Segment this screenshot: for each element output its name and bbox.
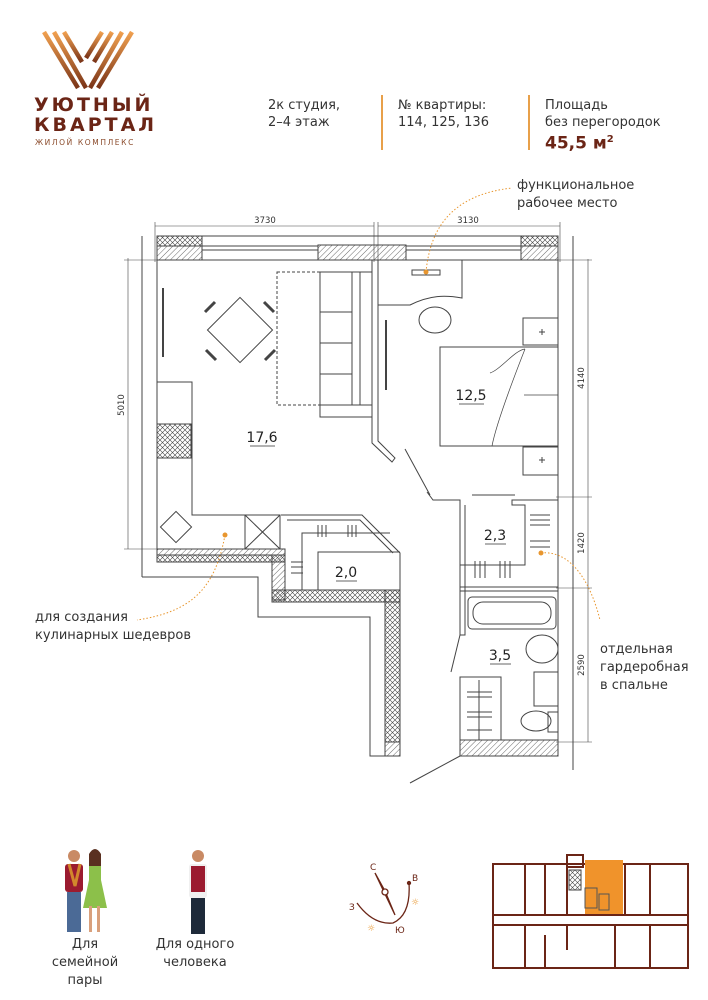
note-line: в спальне	[600, 678, 668, 693]
audience-line: человека	[163, 955, 227, 970]
header-divider	[528, 95, 530, 150]
note-kitchen: для создания кулинарных шедевров	[35, 609, 191, 645]
apartment-numbers: № квартиры: 114, 125, 136	[398, 97, 489, 131]
people-icons	[65, 849, 207, 934]
apartment-numbers-label: № квартиры:	[398, 98, 487, 113]
svg-text:☼: ☼	[367, 924, 375, 934]
compass-south: Ю	[395, 926, 405, 935]
note-line: функциональное	[517, 178, 635, 193]
sink-icon	[159, 510, 193, 544]
apartment-type: 2к студия, 2–4 этаж	[268, 97, 340, 131]
washing-machine-icon	[533, 671, 559, 707]
area-unit-sup: 2	[606, 134, 614, 145]
toilet-icon	[520, 710, 552, 732]
dim-top-right: 3130	[457, 216, 479, 226]
audience-couple: Для семейной пары	[40, 936, 130, 990]
office-chair-icon	[418, 306, 452, 334]
bathtub-icon	[467, 596, 557, 630]
bed-icon	[439, 346, 559, 447]
fridge-icon	[244, 514, 281, 550]
apartment-floors: 2–4 этаж	[268, 115, 330, 130]
apartment-area: Площадь без перегородок 45,5 м2	[545, 97, 661, 153]
dim-right-mid: 1420	[577, 532, 587, 554]
note-line: кулинарных шедевров	[35, 628, 192, 643]
note-workplace: функциональное рабочее место	[517, 177, 634, 213]
note-line: гардеробная	[600, 660, 689, 675]
marker-wardrobe	[538, 550, 544, 556]
compass-east: В	[412, 874, 418, 884]
audience-single: Для одного человека	[150, 936, 240, 972]
audience-line: пары	[67, 973, 103, 988]
brand-tagline: ЖИЛОЙ КОМПЛЕКС	[35, 138, 135, 147]
room-area-wardrobe: 2,3	[484, 528, 506, 544]
note-line: отдельная	[600, 642, 673, 657]
area-number: 45,5 м	[545, 133, 607, 154]
stove-icon	[156, 423, 192, 459]
room-area-living: 17,6	[246, 430, 277, 446]
header-divider	[381, 95, 383, 150]
area-label-line2: без перегородок	[545, 115, 661, 130]
washbasin-icon	[525, 634, 559, 664]
couple-icon	[65, 849, 107, 932]
compass-west: З	[349, 903, 355, 913]
note-line: рабочее место	[517, 196, 618, 211]
room-area-bedroom: 12,5	[455, 388, 486, 404]
room-area-hall: 2,0	[335, 565, 357, 581]
sofa-icon	[319, 271, 373, 418]
note-wardrobe: отдельная гардеробная в спальне	[600, 641, 689, 695]
dim-right-bottom: 2590	[577, 654, 587, 676]
area-value: 45,5 м2	[545, 131, 661, 153]
apartment-numbers-value: 114, 125, 136	[398, 115, 489, 130]
dim-right-top: 4140	[577, 367, 587, 389]
compass-north: С	[370, 863, 376, 873]
audience-line: Для семейной	[51, 937, 119, 970]
marker-kitchen	[222, 532, 228, 538]
highlighted-apartment	[585, 860, 623, 914]
apartment-type-line1: 2к студия,	[268, 98, 341, 113]
marker-workplace	[423, 269, 429, 275]
dining-table-icon	[206, 296, 274, 364]
brand-name-line2: КВАРТАЛ	[34, 114, 158, 136]
compass-icon: С В З Ю ☼ ☼	[349, 863, 419, 935]
dimension-lines	[124, 222, 592, 743]
floor-plan: 3730 3130 5010 4140 1420 2590 17,6 12,5 …	[117, 187, 601, 784]
note-line: для создания	[35, 610, 128, 625]
single-person-icon	[189, 850, 207, 934]
audience-line: Для одного	[155, 937, 235, 952]
brand-name-line1: УЮТНЫЙ	[34, 94, 154, 116]
logo-mark-icon	[42, 30, 134, 90]
dim-left: 5010	[117, 394, 127, 416]
building-floor-key-plan	[492, 854, 689, 969]
dim-top-left: 3730	[254, 216, 276, 226]
svg-text:☼: ☼	[411, 898, 419, 908]
area-label-line1: Площадь	[545, 98, 608, 113]
room-area-bathroom: 3,5	[489, 648, 511, 664]
